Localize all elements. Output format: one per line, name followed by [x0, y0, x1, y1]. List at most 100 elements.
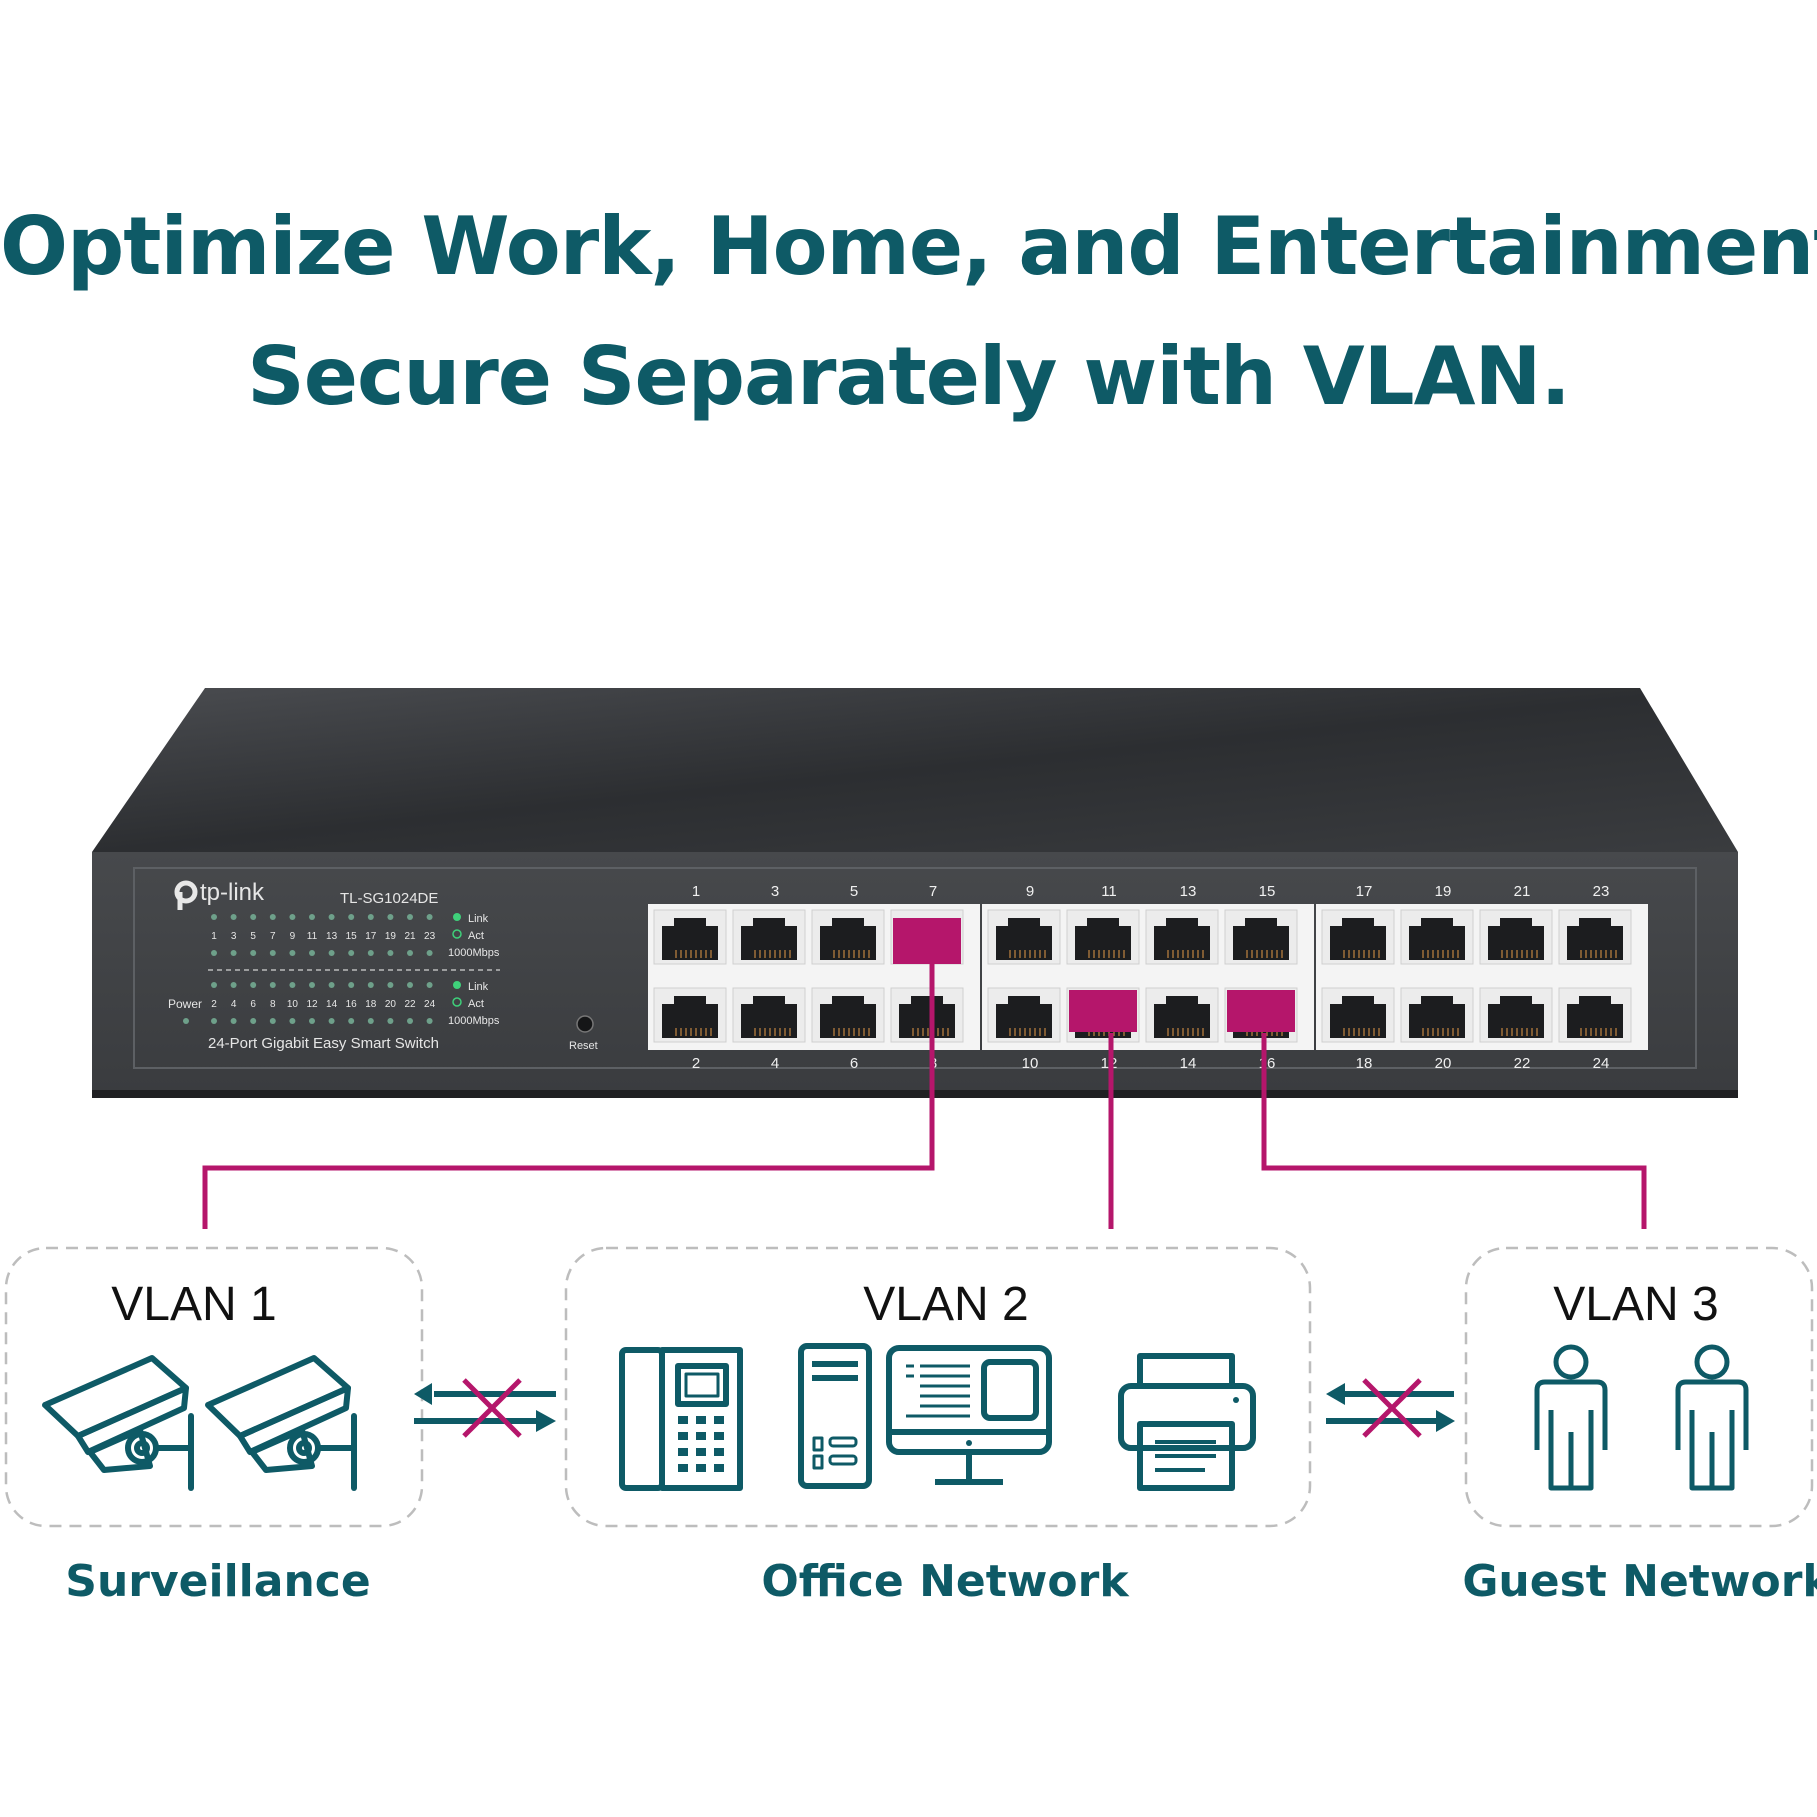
monitor-icon [886, 1345, 1052, 1485]
ethernet-port[interactable] [811, 909, 885, 965]
port-number-bottom: 24 [1593, 1055, 1610, 1072]
ethernet-port[interactable] [1400, 909, 1474, 965]
led-dot [426, 950, 433, 956]
led-dot [348, 914, 355, 920]
led-dot [309, 1018, 315, 1024]
ethernet-port[interactable] [987, 987, 1061, 1043]
power-label: Power [168, 997, 202, 1011]
blocked-traffic-icon [414, 1378, 556, 1438]
led-dot [250, 914, 257, 920]
port-number-top: 7 [929, 883, 937, 900]
ethernet-port[interactable] [987, 909, 1061, 965]
ethernet-port[interactable] [1479, 909, 1553, 965]
led-dot [328, 1018, 335, 1024]
port-number-top: 9 [1026, 883, 1034, 900]
port-number-bottom: 22 [1514, 1055, 1531, 1072]
led-dot [367, 1018, 374, 1024]
power-led [183, 1018, 189, 1024]
led-dot [348, 950, 355, 956]
port-number-top: 19 [1435, 883, 1452, 900]
led-dot [328, 950, 335, 956]
led-dot [367, 950, 374, 956]
ethernet-port[interactable] [1479, 987, 1553, 1043]
ethernet-port[interactable] [1224, 909, 1298, 965]
ethernet-port[interactable] [1145, 987, 1219, 1043]
legend-speed-2: 1000Mbps [448, 1015, 500, 1027]
ethernet-port[interactable] [1321, 909, 1395, 965]
led-dot [269, 1018, 276, 1024]
surveillance-label: Surveillance [65, 1556, 370, 1607]
led-number-top: 5 [250, 931, 256, 942]
model-number: TL-SG1024DE [340, 890, 438, 907]
person-icon [1534, 1344, 1608, 1491]
ethernet-port[interactable] [1145, 909, 1219, 965]
legend-act: Act [468, 930, 484, 942]
led-dot [289, 1018, 296, 1024]
led-dot [211, 914, 217, 920]
led-dot [211, 1018, 217, 1024]
led-dot [387, 982, 394, 988]
vlan1-link-line [202, 959, 935, 1229]
ethernet-port[interactable] [1321, 987, 1395, 1043]
led-number-top: 17 [365, 931, 377, 942]
ethernet-port[interactable] [811, 987, 885, 1043]
led-number-top: 9 [290, 931, 296, 942]
ethernet-port[interactable] [732, 909, 806, 965]
ethernet-port[interactable] [890, 987, 964, 1043]
ethernet-port[interactable] [1400, 987, 1474, 1043]
pc-tower-icon [798, 1343, 872, 1489]
highlighted-port-marker [1069, 990, 1137, 1032]
person-icon [1675, 1344, 1749, 1491]
link-led-legend [453, 981, 461, 989]
port-number-bottom: 6 [850, 1055, 858, 1072]
printer-icon [1118, 1353, 1256, 1491]
led-dot [269, 914, 276, 920]
office-network-label: Office Network [761, 1556, 1130, 1607]
brand-logo-text: tp-link [200, 879, 265, 906]
ethernet-port[interactable] [653, 909, 727, 965]
ethernet-port[interactable] [1558, 909, 1632, 965]
port-number-bottom: 14 [1180, 1055, 1197, 1072]
reset-button[interactable] [576, 1015, 594, 1033]
act-led-legend [452, 997, 462, 1007]
led-dot [426, 982, 433, 988]
led-dot [309, 982, 315, 988]
ethernet-port[interactable] [732, 987, 806, 1043]
ethernet-port[interactable] [653, 987, 727, 1043]
vlan-connections [202, 959, 1647, 1229]
led-dot [289, 950, 296, 956]
legend-link: Link [468, 913, 489, 925]
vlan2-group-box [564, 1246, 1312, 1528]
led-number-top: 19 [385, 931, 397, 942]
highlighted-port-marker [893, 918, 961, 964]
led-number-top: 13 [326, 931, 338, 942]
led-dot [250, 1018, 257, 1024]
led-number-bottom: 2 [211, 999, 217, 1010]
port-number-bottom: 20 [1435, 1055, 1452, 1072]
switch-description: 24-Port Gigabit Easy Smart Switch [208, 1035, 439, 1052]
led-dot [211, 950, 217, 956]
led-dot [289, 982, 296, 988]
led-number-top: 23 [424, 931, 436, 942]
led-dot [269, 982, 276, 988]
led-dot [387, 1018, 394, 1024]
led-dot [407, 1018, 413, 1024]
led-number-top: 1 [211, 931, 217, 942]
tp-link-logo: tp-link [174, 879, 265, 910]
port-number-top: 11 [1101, 883, 1117, 900]
led-number-bottom: 18 [365, 999, 377, 1010]
led-number-bottom: 12 [306, 999, 318, 1010]
highlighted-port-marker [1227, 990, 1295, 1032]
port-number-top: 13 [1180, 883, 1197, 900]
vlan1-label: VLAN 1 [111, 1278, 276, 1331]
led-dot [230, 982, 237, 988]
led-dot [309, 950, 315, 956]
ethernet-port[interactable] [1558, 987, 1632, 1043]
ethernet-port[interactable] [1066, 909, 1140, 965]
led-dot [387, 914, 394, 920]
switch-top [92, 688, 1738, 852]
vlan3-group-box [1464, 1246, 1814, 1528]
vlan3-link-line [1261, 1033, 1647, 1229]
led-dot [407, 950, 413, 956]
